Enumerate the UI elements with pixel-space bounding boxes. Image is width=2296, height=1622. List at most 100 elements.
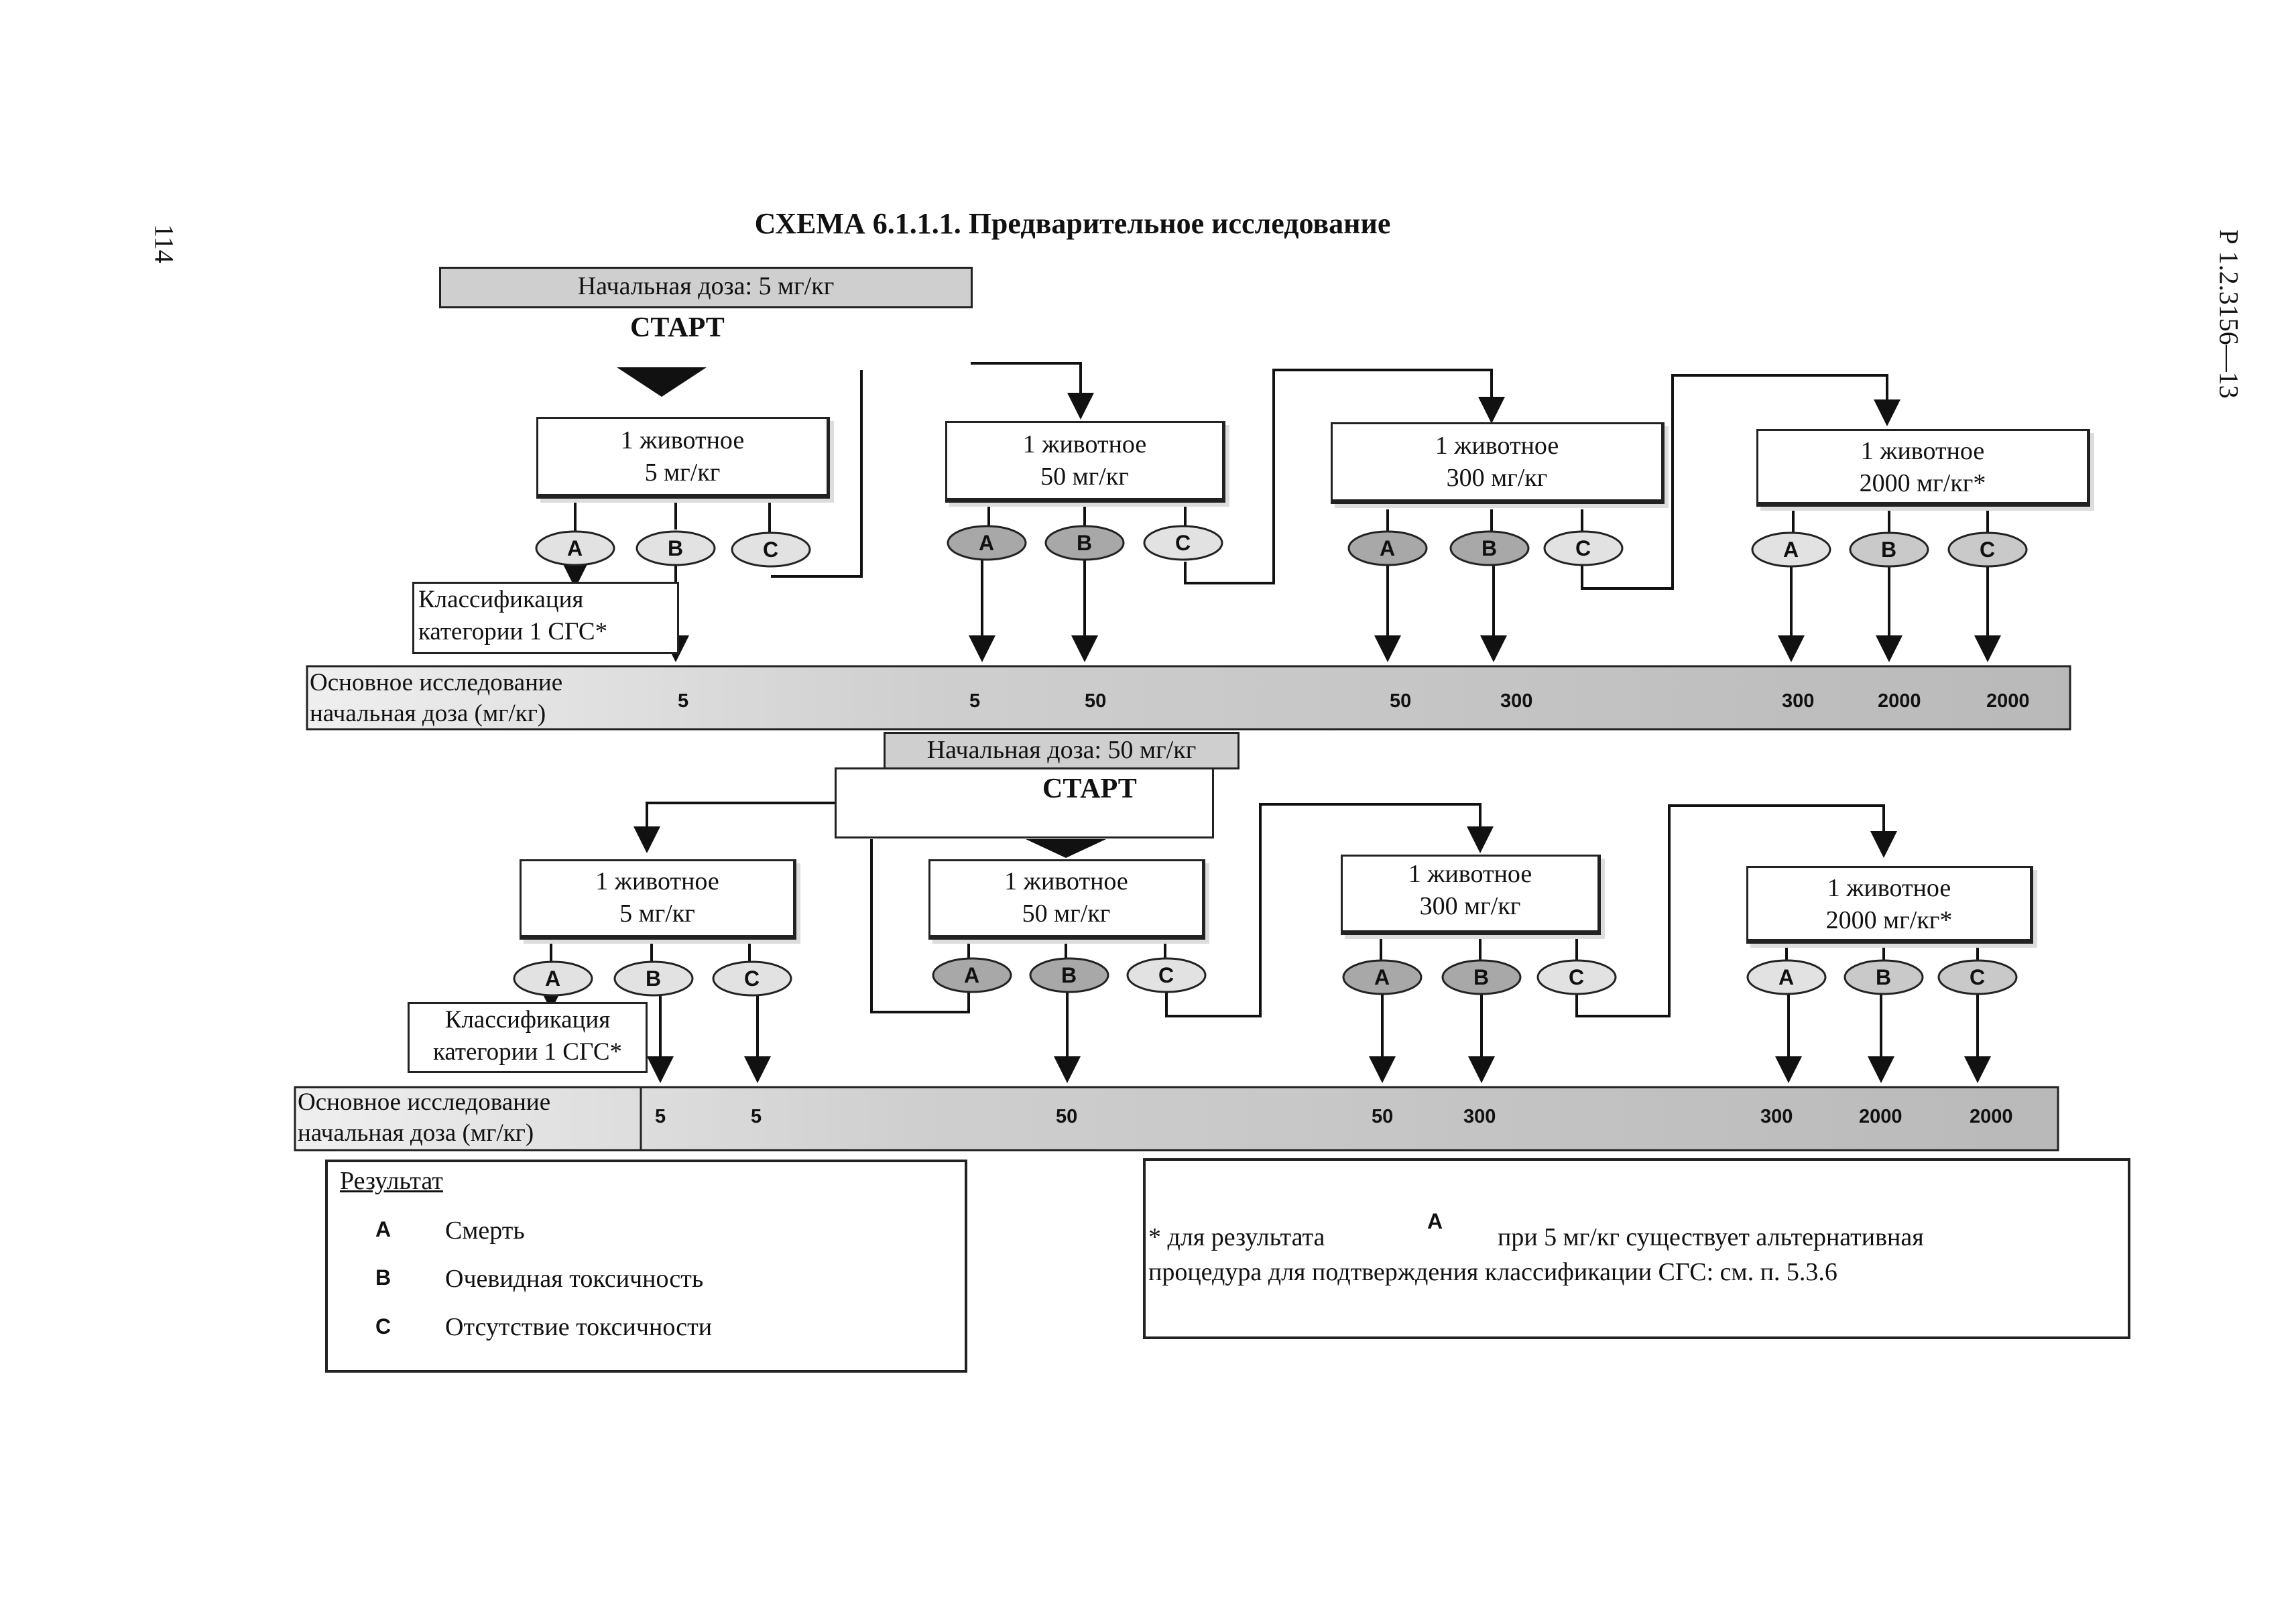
outcome-oval-a: [932, 957, 1012, 993]
outcome-oval-b: [1849, 532, 1929, 568]
outcome-oval-c: [1126, 957, 1207, 993]
main-study-line2: начальная доза (мг/кг): [298, 1119, 534, 1147]
oval-label-b: B: [1473, 965, 1490, 989]
footnote-box: * для результата при 5 мг/кг существует …: [1143, 1158, 2130, 1339]
outcome-oval-b: [1449, 530, 1530, 566]
dose-label: 50: [1372, 1106, 1394, 1127]
main-study-label-2: Основное исследование начальная доза (мг…: [298, 1087, 550, 1149]
animal-box-2000: 1 животное 2000 мг/кг*: [1756, 429, 2090, 507]
dose-label: 5: [655, 1106, 666, 1127]
start-triangle-2: [1026, 839, 1106, 858]
oval-label-b: B: [1061, 963, 1077, 987]
start-label-1: СТАРТ: [630, 312, 725, 343]
outcome-oval-b: [1044, 525, 1125, 561]
oval-label-a: A: [1783, 538, 1799, 562]
oval-label-c: C: [1980, 538, 1996, 562]
start-dose-header-2: Начальная доза: 50 мг/кг: [884, 732, 1240, 769]
classification-line2: категории 1 СГС*: [432, 1038, 623, 1066]
animal-box-50: 1 животное 50 мг/кг: [945, 421, 1225, 503]
oval-label-b: B: [646, 966, 662, 991]
legend-title: Результат: [340, 1167, 443, 1195]
animal-box-line1: 1 животное: [1022, 430, 1147, 458]
main-study-line1: Основное исследование: [298, 1088, 551, 1116]
oval-label-b: B: [1077, 531, 1093, 555]
outcome-oval-b: [613, 960, 694, 997]
legend-item-death: Смерть: [445, 1216, 525, 1245]
animal-box-300: 1 животное 300 мг/кг: [1341, 855, 1601, 935]
animal-box-line1: 1 животное: [1435, 432, 1559, 460]
animal-box-line2: 5 мг/кг: [619, 899, 695, 928]
oval-label-c: C: [763, 538, 779, 562]
oval-label-c: C: [1575, 536, 1591, 560]
animal-box-line2: 300 мг/кг: [1446, 464, 1548, 492]
animal-box-line2: 2000 мг/кг*: [1825, 906, 1953, 934]
animal-box-50: 1 животное 50 мг/кг: [928, 859, 1205, 940]
classification-line2: категории 1 СГС*: [418, 618, 608, 645]
oval-label-b: B: [1881, 538, 1897, 562]
animal-box-line1: 1 животное: [1408, 860, 1532, 888]
outcome-oval-b: [1441, 959, 1522, 995]
outcome-oval-c: [1947, 532, 2028, 568]
outcome-oval-a: [1347, 530, 1428, 566]
outcome-oval-c: [712, 960, 792, 997]
oval-label-a: A: [964, 963, 980, 987]
outcome-oval-b: [1844, 959, 1924, 995]
animal-box-line1: 1 животное: [620, 426, 745, 454]
outcome-oval-a: [535, 530, 615, 566]
legend-box: Результат Смерть Очевидная токсичность О…: [325, 1160, 967, 1373]
dose-label: 50: [1056, 1106, 1078, 1127]
oval-label-c: C: [1158, 963, 1174, 987]
main-study-line2: начальная доза (мг/кг): [310, 700, 546, 727]
footnote-suffix: при 5 мг/кг существует альтернативная: [1498, 1223, 1924, 1251]
dose-label: 300: [1463, 1106, 1496, 1127]
outcome-oval-a: [1746, 959, 1827, 995]
animal-box-line2: 2000 мг/кг*: [1859, 469, 1986, 497]
animal-box-line1: 1 животное: [1860, 437, 1985, 465]
outcome-oval-b: [636, 530, 716, 566]
dose-label: 2000: [1970, 1106, 2013, 1127]
classification-box-1: Классификация категории 1 СГС*: [412, 582, 679, 654]
dose-label: 50: [1390, 690, 1412, 712]
dose-label: 2000: [1859, 1106, 1902, 1127]
outcome-oval-a: [1751, 532, 1831, 568]
oval-label-a: A: [1380, 536, 1396, 560]
oval-label-a: A: [567, 536, 583, 560]
animal-box-2000: 1 животное 2000 мг/кг*: [1746, 866, 2033, 944]
outcome-oval-c: [1536, 959, 1617, 995]
oval-label-c: C: [1175, 531, 1191, 555]
legend-oval-label-b: B: [375, 1265, 391, 1290]
animal-box-5: 1 животное 5 мг/кг: [536, 417, 830, 499]
oval-label-b: B: [668, 536, 684, 560]
main-study-bar-2: [294, 1086, 2059, 1151]
dose-label: 5: [678, 690, 689, 712]
footnote-prefix: * для результата: [1148, 1223, 1325, 1251]
outcome-oval-c: [1937, 959, 2018, 995]
footnote-line2: процедура для подтверждения классификаци…: [1148, 1258, 1837, 1286]
dose-label: 50: [1085, 690, 1107, 712]
start-label-2: СТАРТ: [1042, 773, 1137, 804]
outcome-oval-c: [1543, 530, 1624, 566]
classification-box-2: Классификация категории 1 СГС*: [408, 1002, 648, 1073]
start-box-2: [835, 767, 1214, 838]
oval-label-a: A: [545, 966, 561, 991]
oval-label-a: A: [1778, 965, 1795, 989]
animal-box-line2: 50 мг/кг: [1040, 462, 1129, 491]
start-dose-header-1: Начальная доза: 5 мг/кг: [439, 267, 973, 308]
outcome-oval-a: [1342, 959, 1423, 995]
outcome-oval-c: [1143, 525, 1223, 561]
dose-label: 300: [1500, 690, 1533, 712]
legend-oval-label-a: A: [375, 1217, 391, 1241]
outcome-oval-a: [513, 960, 593, 997]
oval-label-c: C: [744, 966, 760, 991]
start-triangle-1: [617, 367, 707, 397]
animal-box-5: 1 животное 5 мг/кг: [520, 859, 796, 940]
outcome-oval-a: [947, 525, 1027, 561]
dose-label: 5: [969, 690, 981, 712]
dose-label: 300: [1760, 1106, 1793, 1127]
animal-box-line2: 300 мг/кг: [1419, 892, 1521, 920]
dose-label: 5: [751, 1106, 762, 1127]
animal-box-line1: 1 животное: [1004, 867, 1128, 895]
oval-label-b: B: [1876, 965, 1892, 989]
dose-label: 300: [1782, 690, 1815, 712]
oval-label-a: A: [979, 531, 995, 555]
